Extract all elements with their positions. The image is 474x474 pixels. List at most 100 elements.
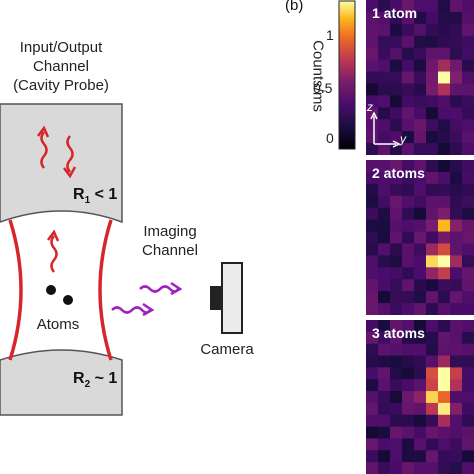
image-pixel (378, 450, 391, 463)
image-pixel (366, 391, 379, 404)
image-pixel (450, 243, 463, 256)
image-pixel (378, 291, 391, 304)
image-pixel (426, 83, 439, 96)
image-pixel (450, 143, 463, 155)
image-pixel (378, 391, 391, 404)
image-pixel (450, 59, 463, 73)
image-pixel (462, 23, 474, 37)
panel-label: (b) (285, 0, 304, 14)
image-pixel (426, 195, 439, 209)
image-pixel (438, 367, 451, 380)
image-pixel (450, 462, 463, 474)
image-pixel (438, 426, 451, 439)
image-pixel (426, 207, 439, 221)
image-pixel (402, 143, 415, 155)
image-pixel (438, 71, 451, 84)
image-pixel (366, 414, 379, 428)
image-pixel (378, 107, 391, 120)
image-pixel (390, 391, 403, 404)
image-pixel (378, 207, 391, 221)
image-pixel (414, 426, 427, 439)
image-pixel (462, 160, 474, 173)
image-pixel (462, 343, 474, 357)
image-pixel (462, 320, 474, 333)
image-pixel (450, 343, 463, 357)
image-pixel (402, 119, 415, 132)
image-pixel (366, 367, 379, 380)
probe-photon-icon (63, 135, 77, 179)
image-pixel (366, 343, 379, 357)
image-pixel (450, 47, 463, 61)
image-pixel (414, 331, 427, 345)
image-pixel (390, 303, 403, 315)
camera-body (221, 262, 243, 334)
image-pixel (426, 0, 439, 13)
image-pixel (390, 35, 403, 49)
image-pixel (438, 143, 451, 155)
mirror1-label: R1 < 1 (73, 186, 118, 207)
image-pixel (450, 131, 463, 144)
image-pixel (378, 131, 391, 144)
image-pixel (390, 279, 403, 292)
image-pixel (366, 462, 379, 474)
image-pixel (390, 131, 403, 144)
image-pixel (414, 243, 427, 256)
image-pixel (378, 83, 391, 96)
image-pixel (378, 402, 391, 416)
image-pixel (462, 291, 474, 304)
image-pixel (378, 219, 391, 233)
image-pixel (402, 71, 415, 84)
image-pixel (390, 23, 403, 37)
image-pixel (366, 426, 379, 439)
image-pixel (390, 462, 403, 474)
image-pixel (426, 438, 439, 451)
image-pixel (366, 255, 379, 268)
image-pixel (426, 303, 439, 315)
image-pixel (426, 119, 439, 132)
image-pixel (366, 303, 379, 315)
imaging-photon-icon (139, 281, 183, 296)
image-pixel (426, 379, 439, 392)
image-pixel (390, 160, 403, 173)
image-pixel (450, 195, 463, 209)
image-pixel (426, 402, 439, 416)
image-pixel (366, 23, 379, 37)
image-pixel (402, 83, 415, 96)
atoms-label: Atoms (36, 316, 80, 333)
image-pixel (438, 183, 451, 197)
image-pixel (402, 195, 415, 209)
image-pixel (414, 355, 427, 368)
image-pixel (426, 267, 439, 280)
panel-title: 1 atom (372, 5, 418, 21)
image-pixel (402, 23, 415, 37)
axes-indicator (370, 111, 401, 148)
image-pixel (438, 95, 451, 108)
image-pixel (462, 95, 474, 108)
image-pixel (366, 379, 379, 392)
image-pixel (438, 279, 451, 292)
image-pixel (438, 402, 451, 416)
image-pixel (426, 243, 439, 256)
image-pixel (450, 267, 463, 280)
image-pixel (366, 331, 379, 345)
image-pixel (366, 160, 379, 173)
image-pixel (450, 255, 463, 268)
image-pixel (462, 0, 474, 13)
image-pixel (414, 438, 427, 451)
image-pixel (462, 267, 474, 280)
image-pixel (426, 23, 439, 37)
image-pixel (390, 71, 403, 84)
image-pixel (462, 119, 474, 132)
image-pixel (426, 47, 439, 61)
image-pixel (426, 131, 439, 144)
image-pixel (378, 331, 391, 345)
image-pixel (450, 23, 463, 37)
image-pixel (390, 195, 403, 209)
image-pixel (378, 355, 391, 368)
image-pixel (426, 107, 439, 120)
image-pixel (414, 131, 427, 144)
image-pixel (402, 379, 415, 392)
image-pixel (366, 402, 379, 416)
image-pixel (450, 160, 463, 173)
image-pixel (450, 391, 463, 404)
